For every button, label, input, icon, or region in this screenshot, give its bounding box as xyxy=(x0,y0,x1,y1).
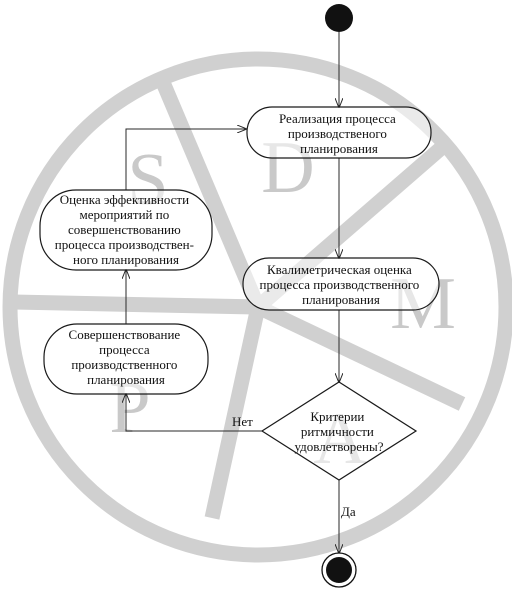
watermark-line xyxy=(155,77,265,310)
node-efficiency-line-5: ного планирования xyxy=(73,252,179,267)
node-decision: Критерии ритмичности удовлетворены? xyxy=(260,381,418,481)
svg-text:Квалиметрическая оценка: Квалиметрическая оценка процесса произво… xyxy=(259,262,422,307)
node-qualimetric-line-1: Квалиметрическая оценка xyxy=(267,262,412,277)
node-qualimetric-line-3: планирования xyxy=(302,292,380,307)
node-efficiency-line-3: совершенствованию xyxy=(68,222,181,237)
node-decision-line-1: Критерии xyxy=(310,409,364,424)
watermark-line xyxy=(254,300,466,411)
node-decision-line-3: удовлетворены? xyxy=(295,439,384,454)
node-implementation-line-3: планирования xyxy=(300,141,378,156)
edge-decision-to-improvement xyxy=(126,394,262,432)
svg-text:Критерии ритмичности: Критерии ритмичности удовлетворены? xyxy=(295,409,384,454)
watermark-line xyxy=(13,294,259,315)
start-node xyxy=(325,4,353,32)
svg-text:Совершенствование процес: Совершенствование процесса производствен… xyxy=(69,327,184,387)
node-improvement-line-3: производственного xyxy=(71,357,177,372)
watermark-line xyxy=(204,305,266,520)
node-efficiency-line-4: процесса производствен- xyxy=(55,237,194,252)
node-improvement-line-2: процесса xyxy=(99,342,150,357)
node-qualimetric-line-2: процесса производственного xyxy=(259,277,419,292)
svg-text:Реализация процесса прои: Реализация процесса производственого пла… xyxy=(279,111,399,156)
edge-efficiency-to-implementation xyxy=(125,129,246,190)
edge-label-yes: Да xyxy=(341,504,356,519)
watermark-circle xyxy=(2,51,512,563)
end-node xyxy=(321,552,357,588)
node-implementation-line-2: производственого xyxy=(288,126,387,141)
node-qualimetric-assessment: Квалиметрическая оценка процесса произво… xyxy=(242,257,440,311)
svg-text:Оценка эффективности мер: Оценка эффективности мероприятий по сове… xyxy=(55,192,197,267)
node-efficiency-line-1: Оценка эффективности xyxy=(60,192,189,207)
node-improvement: Совершенствование процесса производствен… xyxy=(43,323,209,395)
node-efficiency-line-2: мероприятий по xyxy=(80,207,170,222)
edge-label-no: Нет xyxy=(232,414,253,429)
node-improvement-line-1: Совершенствование xyxy=(69,327,181,342)
node-improvement-line-4: планирования xyxy=(87,372,165,387)
node-implementation-line-1: Реализация процесса xyxy=(279,111,396,126)
node-decision-line-2: ритмичности xyxy=(301,424,374,439)
node-implementation: Реализация процесса производственого пла… xyxy=(246,106,432,159)
edges xyxy=(126,32,339,553)
node-efficiency-assessment: Оценка эффективности мероприятий по сове… xyxy=(39,189,213,271)
